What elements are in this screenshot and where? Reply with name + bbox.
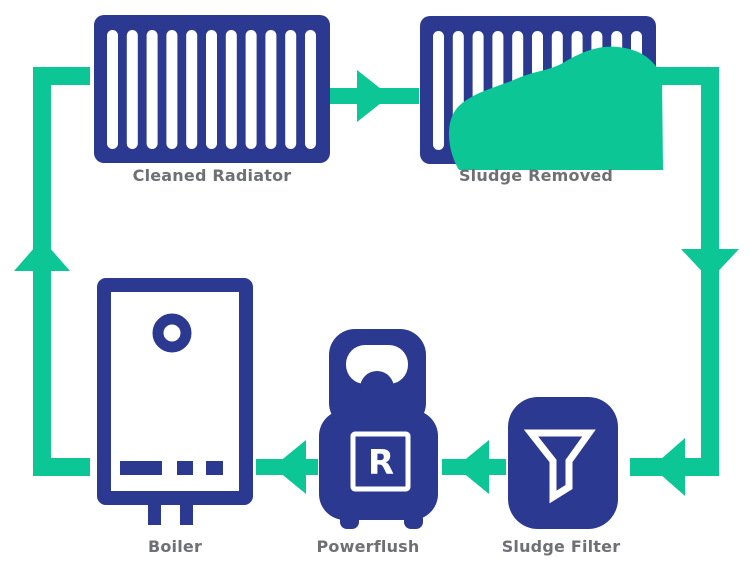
sludge-blob [448, 46, 663, 170]
boiler-vent-dash [206, 461, 223, 475]
boiler-icon [97, 278, 253, 525]
arrow-left-icon [456, 440, 489, 494]
arrow-right-icon [357, 70, 390, 122]
powerflush-badge-letter: R [368, 443, 394, 483]
boiler-pipe [180, 498, 193, 525]
flow-connector-sludge-removed-to-sludge-filter [630, 67, 739, 496]
arrow-up-icon [14, 239, 70, 271]
arrow-left-icon [273, 440, 306, 494]
boiler-vent-dash [120, 461, 162, 475]
flow-connector-sludge-filter-to-powerflush [442, 440, 506, 494]
sludge-filter-icon [508, 397, 618, 529]
sludge-removed-radiator-icon [420, 16, 663, 170]
boiler-vent-dash [177, 461, 193, 475]
powerflush-foot [404, 512, 423, 529]
flow-connector-powerflush-to-boiler [256, 440, 318, 494]
boiler-body [97, 278, 253, 505]
sludge-filter-label: Sludge Filter [501, 537, 621, 556]
cleaned-radiator-label: Cleaned Radiator [132, 166, 292, 185]
powerflush-handle-bump [360, 371, 394, 405]
filter-body [508, 397, 618, 529]
cleaned-radiator-icon [94, 15, 330, 163]
boiler-label: Boiler [147, 537, 203, 556]
flow-connector-cleaned-radiator-to-sludge-removed [330, 70, 419, 122]
powerflush-foot [340, 512, 359, 529]
flow-connector-boiler-to-cleaned-radiator [14, 67, 90, 476]
powerflush-machine-icon: R [319, 329, 438, 529]
arrow-down-icon [681, 249, 739, 280]
boiler-dial-icon [152, 313, 192, 353]
arrow-left-icon [652, 438, 685, 496]
powerflush-badge [350, 431, 411, 492]
flow-line-left [33, 67, 90, 476]
boiler-pipe [148, 498, 161, 525]
powerflush-label: Powerflush [316, 537, 420, 556]
sludge-removed-label: Sludge Removed [458, 166, 614, 185]
funnel-icon [523, 429, 596, 504]
powerflush-handle-slot [346, 345, 408, 384]
